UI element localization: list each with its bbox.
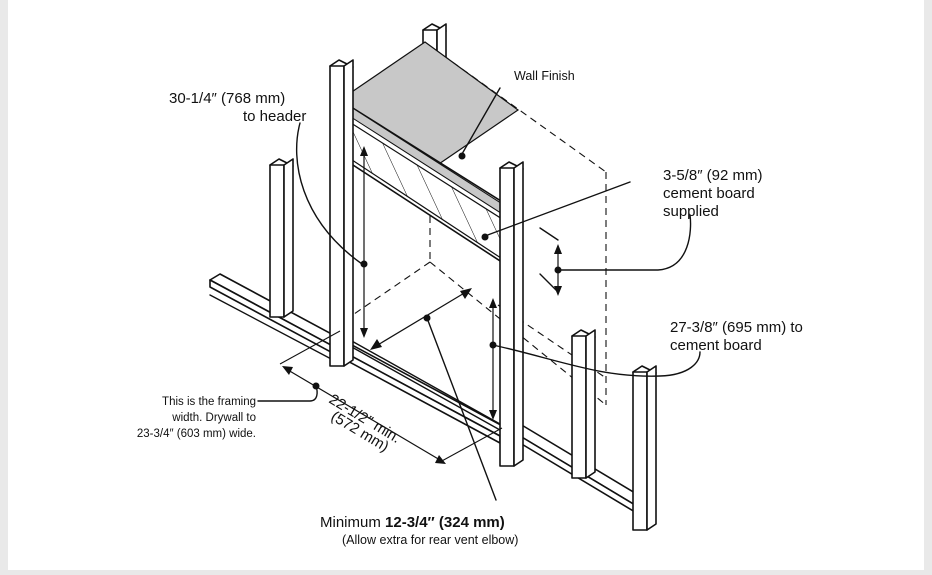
to-cement-board-line1: 27-3/8″ (695 mm) to xyxy=(670,319,803,336)
left-studs xyxy=(269,158,294,318)
front-right-stud xyxy=(499,161,524,467)
cement-board-label-line2: cement board xyxy=(663,185,755,202)
cement-board-label-line3: supplied xyxy=(663,203,719,220)
cement-board-label-line1: 3-5/8″ (92 mm) xyxy=(663,167,763,184)
labels: 30-1/4″ (768 mm) to header Wall Finish 3… xyxy=(137,69,803,547)
to-cement-board-line2: cement board xyxy=(670,337,762,354)
depth-prefix: Minimum xyxy=(320,514,385,531)
framing-note-line1: This is the framing xyxy=(162,396,256,408)
framing-note-line3: 23-3/4″ (603 mm) wide. xyxy=(137,428,256,440)
right-studs xyxy=(571,329,657,531)
leader-lines xyxy=(257,87,701,501)
depth-value: 12-3/4″ (324 mm) xyxy=(385,514,505,531)
depth-note: (Allow extra for rear vent elbow) xyxy=(342,533,518,547)
header-dimension-line1: 30-1/4″ (768 mm) xyxy=(169,90,285,107)
front-left-stud xyxy=(329,59,354,367)
header-dimension-line2: to header xyxy=(243,108,306,125)
header-cement-board xyxy=(332,99,521,271)
wall-finish-label: Wall Finish xyxy=(514,69,575,83)
framing-note-line2: width. Drywall to xyxy=(171,412,256,424)
depth-minimum-label: Minimum 12-3/4″ (324 mm) xyxy=(320,514,505,531)
